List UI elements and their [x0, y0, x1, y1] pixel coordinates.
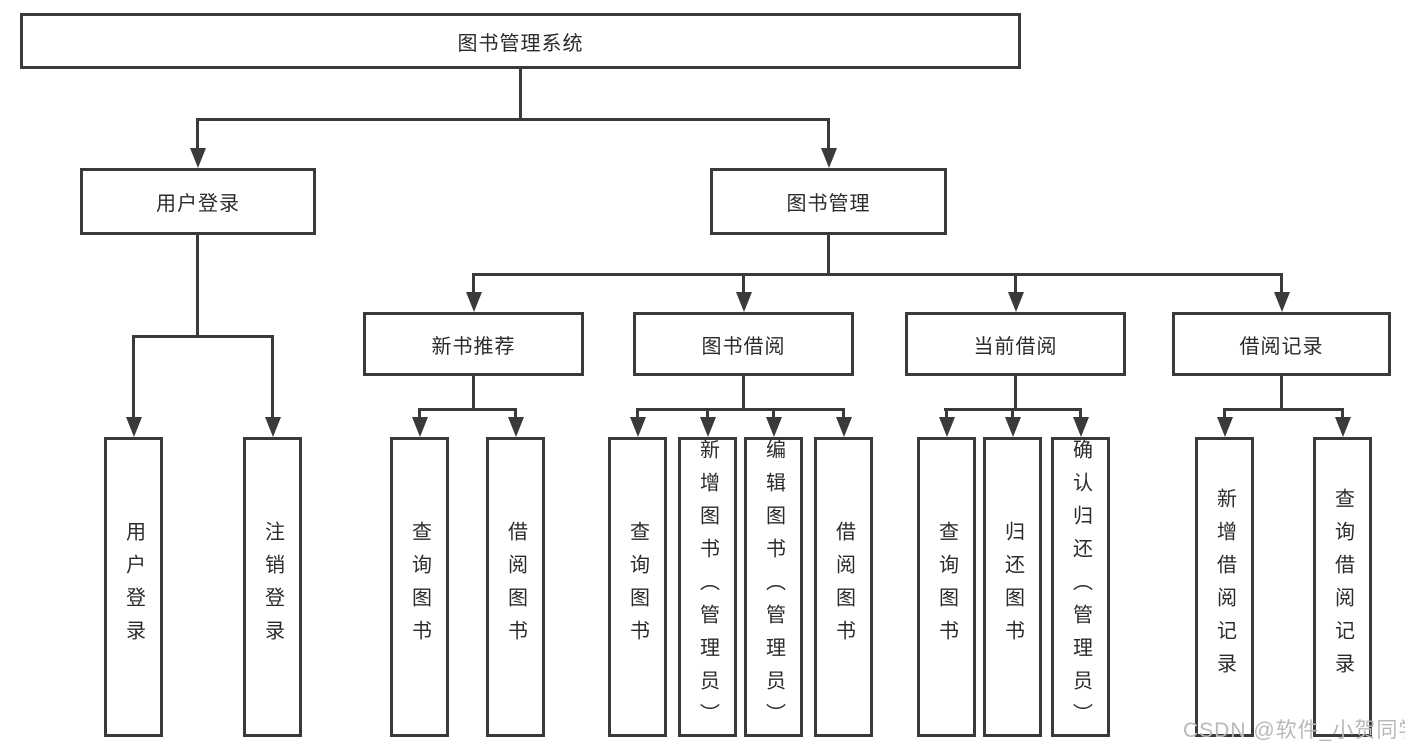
connector-line [196, 118, 830, 121]
node-leaf-query-book-2: 查询图书 [608, 437, 667, 737]
node-leaf-logout-label: 注销登录 [261, 521, 284, 653]
connector-line [1341, 408, 1344, 419]
node-leaf-confirm-return-admin-label: 确认归还（管理员） [1069, 438, 1092, 736]
connector-line [519, 69, 522, 119]
node-new-book-recommend-label: 新书推荐 [431, 335, 516, 358]
arrow-down-icon [1004, 417, 1021, 437]
node-leaf-query-book-3-label: 查询图书 [935, 521, 958, 653]
connector-line [1014, 273, 1017, 294]
connector-line [1079, 408, 1082, 419]
node-new-book-recommend: 新书推荐 [363, 312, 584, 376]
node-root-label: 图书管理系统 [457, 32, 584, 55]
arrow-down-icon [938, 417, 955, 437]
arrow-down-icon [189, 148, 206, 168]
connector-line [772, 408, 775, 419]
arrow-down-icon [1072, 417, 1089, 437]
connector-line [1011, 408, 1014, 419]
connector-line [842, 408, 845, 419]
arrow-down-icon [507, 417, 524, 437]
node-user-login-label: 用户登录 [156, 193, 240, 215]
arrow-down-icon [820, 148, 837, 168]
connector-line [636, 408, 639, 419]
connector-line [472, 273, 475, 294]
connector-line [271, 335, 274, 419]
arrow-down-icon [765, 417, 782, 437]
connector-line [132, 335, 274, 338]
connector-line [827, 118, 830, 150]
connector-line [945, 408, 948, 419]
arrow-down-icon [264, 417, 281, 437]
node-root: 图书管理系统 [20, 13, 1021, 69]
node-user-login: 用户登录 [80, 168, 316, 235]
connector-line [418, 408, 421, 419]
connector-line [514, 408, 517, 419]
node-leaf-edit-book-admin-label: 编辑图书（管理员） [762, 438, 785, 736]
node-book-management: 图书管理 [710, 168, 947, 235]
node-leaf-edit-book-admin: 编辑图书（管理员） [744, 437, 803, 737]
arrow-down-icon [125, 417, 142, 437]
node-leaf-query-borrow-record: 查询借阅记录 [1313, 437, 1372, 737]
arrow-down-icon [629, 417, 646, 437]
arrow-down-icon [1007, 292, 1024, 312]
connector-line [196, 235, 199, 338]
node-leaf-confirm-return-admin: 确认归还（管理员） [1051, 437, 1110, 737]
node-book-borrow: 图书借阅 [633, 312, 854, 376]
node-leaf-logout: 注销登录 [243, 437, 302, 737]
node-leaf-query-book-3: 查询图书 [917, 437, 976, 737]
node-leaf-borrow-book-1-label: 借阅图书 [504, 521, 527, 653]
node-leaf-query-book-1: 查询图书 [390, 437, 449, 737]
connector-line [706, 408, 709, 419]
node-leaf-add-borrow-record: 新增借阅记录 [1195, 437, 1254, 737]
arrow-down-icon [699, 417, 716, 437]
node-leaf-borrow-book-1: 借阅图书 [486, 437, 545, 737]
node-current-borrow-label: 当前借阅 [973, 335, 1058, 358]
connector-line [1280, 376, 1283, 410]
node-leaf-return-book: 归还图书 [983, 437, 1042, 737]
connector-line [472, 376, 475, 410]
arrow-down-icon [1334, 417, 1351, 437]
connector-line [742, 273, 745, 294]
connector-line [1223, 408, 1344, 411]
csdn-watermark: CSDN @软件_小贺同学 [1183, 719, 1405, 742]
connector-line [418, 408, 517, 411]
connector-line [132, 335, 135, 419]
arrow-down-icon [1216, 417, 1233, 437]
node-book-borrow-label: 图书借阅 [701, 335, 786, 358]
arrow-down-icon [735, 292, 752, 312]
node-leaf-query-book-1-label: 查询图书 [408, 521, 431, 653]
connector-line [1014, 376, 1017, 410]
connector-line [472, 273, 1283, 276]
node-current-borrow: 当前借阅 [905, 312, 1126, 376]
connector-line [196, 118, 199, 150]
arrow-down-icon [465, 292, 482, 312]
node-leaf-add-book-admin-label: 新增图书（管理员） [696, 438, 719, 736]
node-borrow-record: 借阅记录 [1172, 312, 1391, 376]
connector-line [1223, 408, 1226, 419]
node-leaf-return-book-label: 归还图书 [1001, 521, 1024, 653]
connector-line [742, 376, 745, 410]
arrow-down-icon [411, 417, 428, 437]
node-borrow-record-label: 借阅记录 [1239, 335, 1324, 358]
node-leaf-user-login: 用户登录 [104, 437, 163, 737]
node-leaf-add-borrow-record-label: 新增借阅记录 [1213, 488, 1236, 686]
connector-line [1280, 273, 1283, 294]
node-leaf-borrow-book-2: 借阅图书 [814, 437, 873, 737]
connector-line [827, 235, 830, 275]
connector-line [636, 408, 845, 411]
node-leaf-query-borrow-record-label: 查询借阅记录 [1331, 488, 1354, 686]
arrow-down-icon [1273, 292, 1290, 312]
node-leaf-add-book-admin: 新增图书（管理员） [678, 437, 737, 737]
arrow-down-icon [835, 417, 852, 437]
node-leaf-user-login-label: 用户登录 [122, 521, 145, 653]
node-leaf-query-book-2-label: 查询图书 [626, 521, 649, 653]
node-book-management-label: 图书管理 [786, 193, 871, 215]
node-leaf-borrow-book-2-label: 借阅图书 [832, 521, 855, 653]
